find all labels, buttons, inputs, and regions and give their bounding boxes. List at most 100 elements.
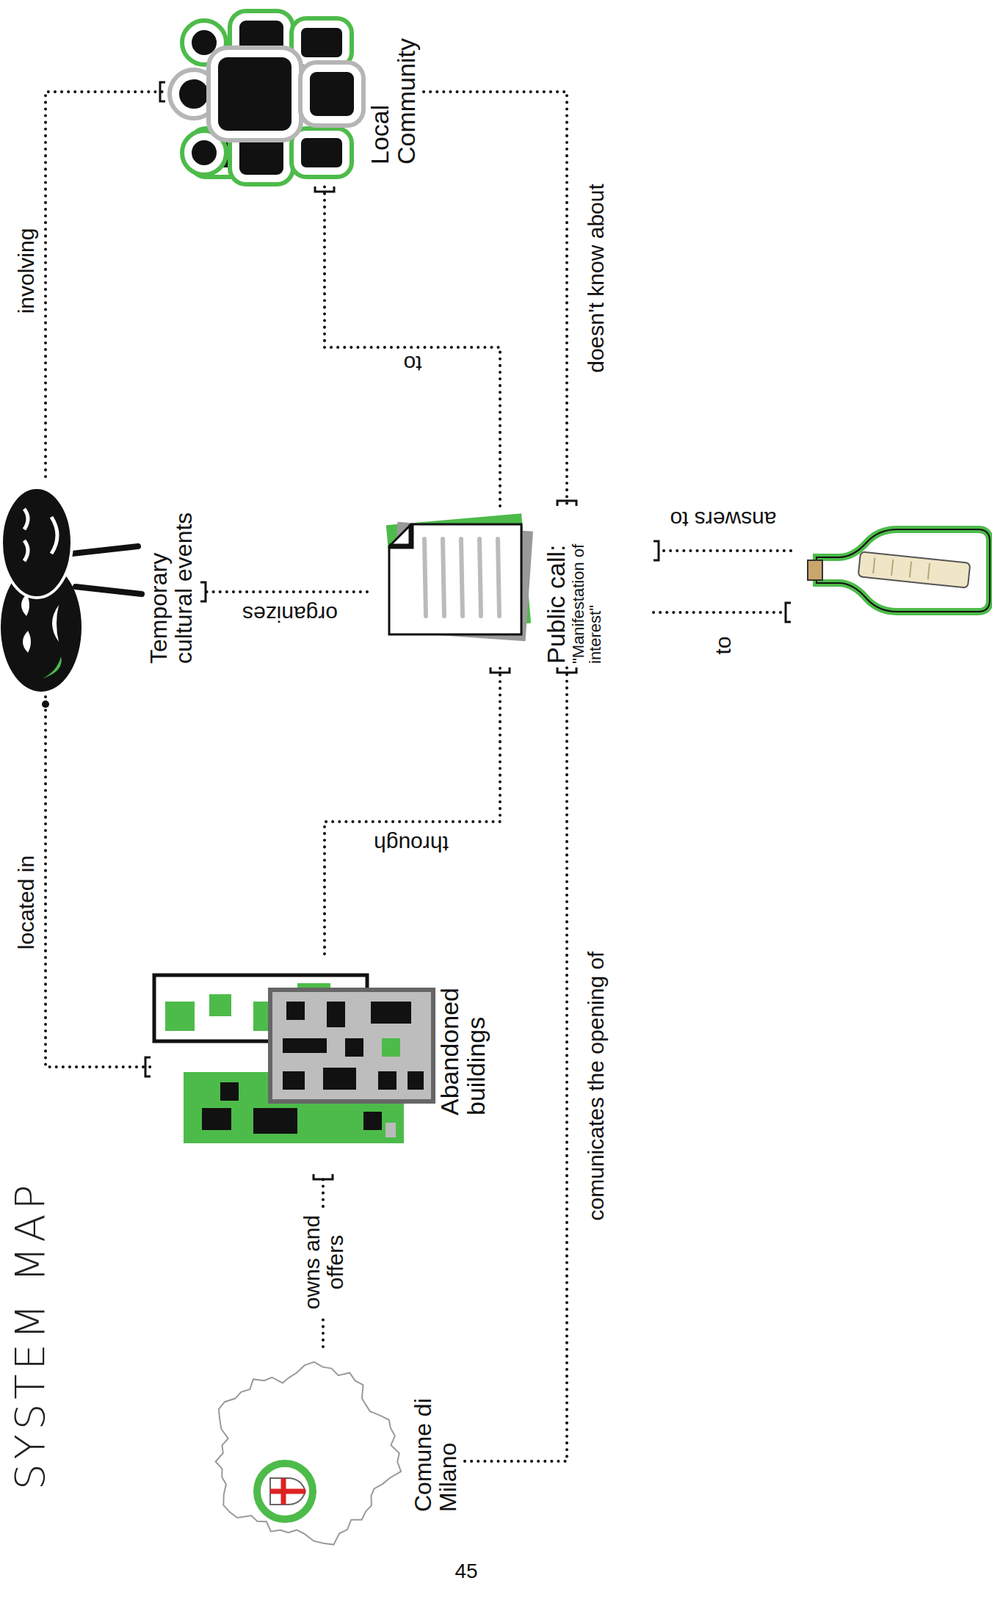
- person-outline: [297, 134, 346, 172]
- window: [407, 1071, 424, 1090]
- mask-accent: [42, 656, 62, 679]
- bottle-icon: [807, 529, 990, 612]
- node-icon: [5, 476, 147, 697]
- window: [253, 1108, 298, 1134]
- bracket: [557, 667, 577, 673]
- edge-label: comunicates the opening of: [584, 948, 608, 1225]
- edge-label: owns and offers: [300, 1207, 347, 1317]
- bottle-link-lines: [653, 541, 791, 622]
- window: [282, 1038, 327, 1053]
- bracket: [160, 82, 166, 102]
- window: [326, 1001, 346, 1028]
- text-stroke: [479, 538, 481, 617]
- window: [381, 1038, 401, 1057]
- node-icon: [367, 505, 544, 668]
- person-outline: [297, 24, 346, 61]
- link-label: answers to: [666, 507, 780, 531]
- bracket: [145, 1057, 151, 1077]
- bottle-outline: [816, 529, 990, 612]
- node-icon: [198, 1346, 412, 1556]
- crest-cross: [270, 1478, 306, 1505]
- window: [209, 994, 232, 1017]
- person-outline: [214, 53, 296, 135]
- bracket: [785, 602, 791, 622]
- person-shape: [297, 134, 346, 172]
- page-title: SYSTEM MAP: [5, 1180, 54, 1490]
- person-outline: [214, 53, 296, 135]
- city-map-outline: [215, 1362, 402, 1545]
- building-gray: [270, 989, 434, 1102]
- bracket: [200, 582, 206, 602]
- person-shape: [297, 24, 346, 61]
- window: [345, 1038, 364, 1057]
- crest-wreath: [256, 1463, 313, 1520]
- node-icon: [165, 10, 368, 187]
- window: [370, 1001, 412, 1024]
- node-label: Public call:: [543, 509, 570, 664]
- bracket: [313, 1174, 333, 1180]
- bottle-glass: [816, 529, 990, 612]
- edge-label: doesn't know about: [584, 180, 608, 376]
- node-label: Comune di Milano: [411, 1365, 461, 1512]
- dotted-line: [653, 610, 786, 614]
- buildings-box: Abandoned buildings: [150, 953, 494, 1175]
- person-outline: [297, 134, 346, 172]
- node-icon: [150, 953, 437, 1175]
- window: [378, 1071, 397, 1090]
- person-outline: [306, 68, 358, 120]
- person-outline: [297, 24, 346, 61]
- sheet-green: [386, 513, 531, 636]
- connector: [423, 91, 577, 506]
- scroll-lines: [873, 557, 930, 580]
- bracket: [315, 186, 335, 192]
- comune-box: Comune di Milano: [198, 1346, 465, 1556]
- text-stroke: [442, 538, 445, 617]
- person-shape: [187, 136, 221, 169]
- connector: [315, 186, 501, 506]
- window: [323, 1067, 357, 1090]
- text-stroke: [497, 538, 500, 617]
- node-label: Local Community: [367, 17, 420, 165]
- edge-label: located in: [14, 852, 39, 953]
- person-outline: [187, 136, 221, 169]
- bottle-cork: [807, 560, 823, 581]
- dotted-line: [658, 549, 791, 553]
- window: [385, 1122, 396, 1138]
- link-label: to: [711, 632, 736, 658]
- person-outline: [187, 136, 221, 169]
- mask-eyes: [21, 594, 31, 653]
- mask-mouth: [52, 605, 59, 642]
- connector: [45, 82, 166, 477]
- window: [282, 1071, 305, 1090]
- dotted-line: [45, 696, 151, 1067]
- public-call-box: Public call:"Manifestation of interest": [367, 505, 608, 668]
- bracket: [653, 541, 659, 561]
- edge-label: organizes: [239, 602, 341, 626]
- window: [220, 1082, 239, 1101]
- window: [201, 1108, 232, 1131]
- events-box: Temporary cultural events: [5, 476, 201, 697]
- window: [363, 1111, 382, 1131]
- edge-label: to: [400, 351, 425, 376]
- sheet-fold: [389, 524, 412, 547]
- sheet-gray: [389, 522, 534, 642]
- page-number: 45: [451, 1560, 481, 1582]
- node-label: Temporary cultural events: [146, 480, 197, 664]
- connector: [45, 696, 151, 1077]
- bracket: [557, 500, 577, 506]
- connector: [200, 582, 368, 602]
- node-label: Abandoned buildings: [436, 961, 490, 1116]
- dotted-line: [45, 91, 166, 477]
- connector: [324, 667, 510, 954]
- window: [286, 1001, 305, 1020]
- mask-stick: [71, 546, 142, 595]
- mask-features: [24, 508, 58, 561]
- window: [165, 1001, 195, 1031]
- mask: [1, 487, 72, 598]
- person-shape: [306, 68, 358, 120]
- dotted-line: [324, 667, 501, 954]
- node-subtitle: "Manifestation of interest": [569, 509, 604, 664]
